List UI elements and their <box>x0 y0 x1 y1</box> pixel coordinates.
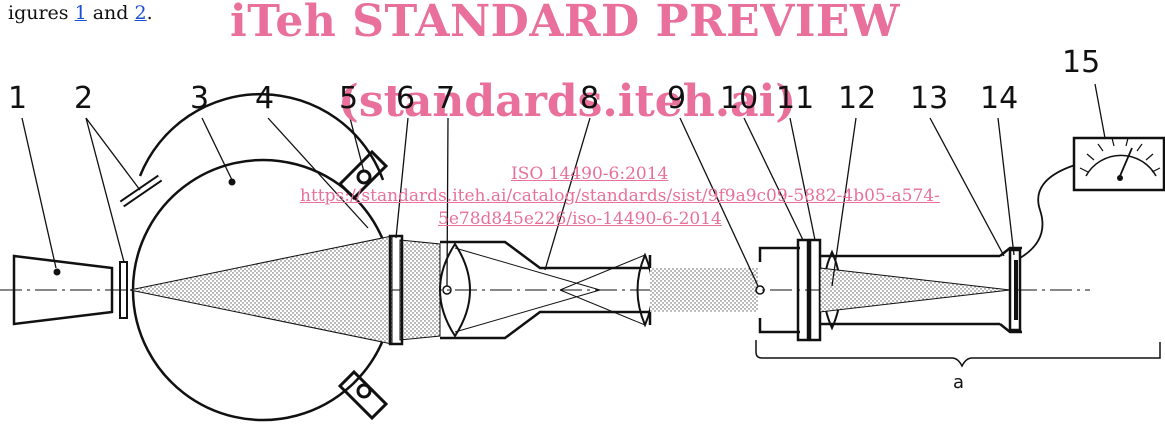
receiver-front-top <box>758 246 800 262</box>
figure-1-link[interactable]: 1 <box>74 2 87 24</box>
callout-13: 13 <box>910 81 949 116</box>
tube-housing-top <box>440 240 652 270</box>
callout-5: 5 <box>339 81 359 116</box>
meter-15 <box>1072 136 1165 192</box>
detector-14 <box>1008 248 1022 332</box>
callout-6: 6 <box>396 81 416 116</box>
dimension-bracket <box>755 340 1161 368</box>
callout-1: 1 <box>8 81 28 116</box>
watermark-title: iTeh STANDARD PREVIEW <box>230 0 900 47</box>
receiver-front-bottom <box>758 318 800 334</box>
detector-mount-bottom <box>999 323 1022 334</box>
callout-2: 2 <box>74 81 94 116</box>
sphere-upper-arc <box>138 92 385 181</box>
callout-11: 11 <box>776 81 815 116</box>
callout-4: 4 <box>255 81 275 116</box>
detector-bottom <box>337 369 389 421</box>
signal-cable <box>1019 164 1076 259</box>
callout-15: 15 <box>1062 45 1101 80</box>
lens-7 <box>439 242 471 338</box>
intro-middle: and <box>86 2 135 24</box>
intro-text: igures 1 and 2. <box>8 2 153 24</box>
beam-section-1 <box>399 239 441 341</box>
ray-d <box>559 289 646 326</box>
callout-8: 8 <box>580 81 600 116</box>
callout-10: 10 <box>720 81 759 116</box>
tilted-plate-inner <box>120 176 162 206</box>
light-source <box>12 254 114 326</box>
tube-housing-bottom <box>440 310 652 340</box>
leader-lines <box>21 83 1106 287</box>
iso-link[interactable]: ISO 14490-6:2014 <box>511 164 669 184</box>
aperture-9 <box>755 285 765 295</box>
beam-section-2 <box>650 268 758 312</box>
callout-9: 9 <box>667 81 687 116</box>
catalog-url-line2[interactable]: 5e78d845e226/iso-14490-6-2014 <box>438 209 722 229</box>
figure-2-link[interactable]: 2 <box>134 2 147 24</box>
sphere-center-dot <box>228 178 236 186</box>
intro-suffix: . <box>146 2 153 24</box>
ray-c <box>559 254 646 291</box>
callout-3: 3 <box>190 81 210 116</box>
callout-12: 12 <box>838 81 877 116</box>
callout-14: 14 <box>980 81 1019 116</box>
callout-7: 7 <box>436 81 456 116</box>
light-source-dot <box>53 268 61 276</box>
bracket-label: a <box>953 372 965 393</box>
intro-prefix: igures <box>8 2 75 24</box>
focusing-cone <box>819 267 1011 313</box>
watermark-subtitle: (standards.iteh.ai) <box>338 76 797 127</box>
catalog-url-line1[interactable]: https://standards.iteh.ai/catalog/standa… <box>300 186 940 206</box>
light-cone-sphere <box>129 235 393 345</box>
detector-14-inner <box>1014 260 1018 320</box>
detector-mount-top <box>999 246 1022 257</box>
